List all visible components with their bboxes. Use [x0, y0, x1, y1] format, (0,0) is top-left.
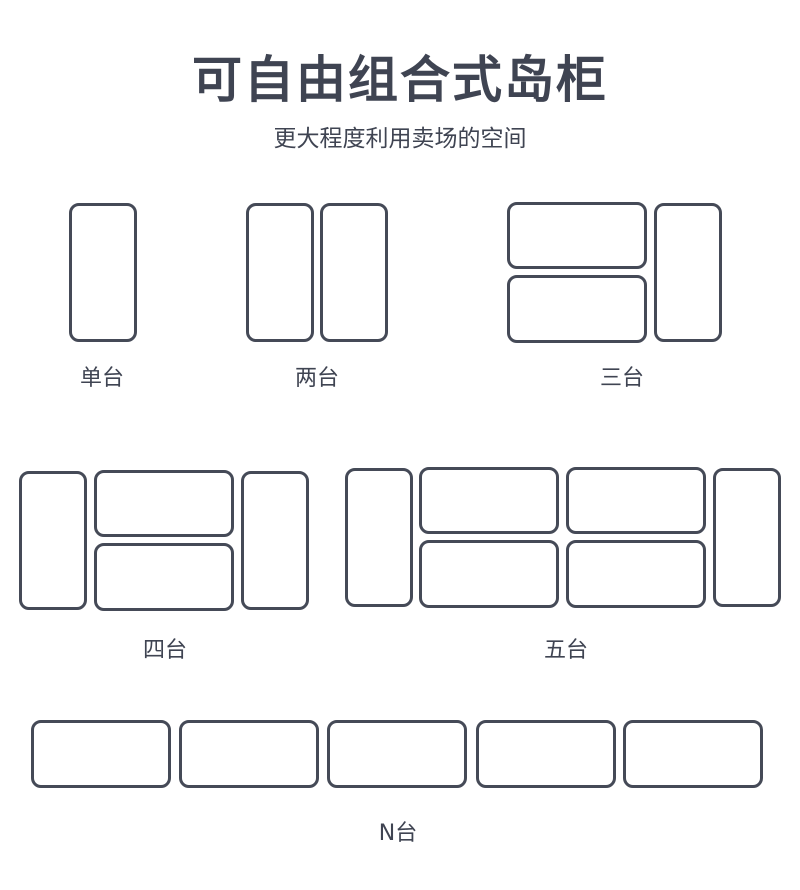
cabinet-unit	[419, 467, 559, 534]
cabinet-unit	[246, 203, 314, 342]
cabinet-unit	[566, 540, 706, 608]
cabinet-unit	[94, 470, 234, 537]
cabinet-unit	[31, 720, 171, 788]
cabinet-unit	[654, 203, 722, 342]
cabinet-unit	[507, 275, 647, 343]
cabinet-unit	[320, 203, 388, 342]
cabinet-unit	[345, 468, 413, 607]
config-label: 四台	[142, 638, 187, 663]
cabinet-unit	[241, 471, 309, 610]
cabinet-unit	[713, 468, 781, 607]
cabinet-unit	[566, 467, 706, 534]
cabinet-unit	[94, 543, 234, 611]
config-label: N台	[378, 821, 418, 846]
cabinet-unit	[69, 203, 137, 342]
cabinet-unit	[623, 720, 763, 788]
cabinet-unit	[327, 720, 467, 788]
cabinet-unit	[476, 720, 616, 788]
cabinet-unit	[179, 720, 319, 788]
page-title: 可自由组合式岛柜	[192, 51, 608, 109]
cabinet-unit	[419, 540, 559, 608]
config-label: 单台	[79, 366, 124, 391]
cabinet-unit	[19, 471, 87, 610]
config-label: 三台	[599, 366, 644, 391]
cabinet-unit	[507, 202, 647, 269]
config-label: 两台	[294, 366, 339, 391]
page-subtitle: 更大程度利用卖场的空间	[273, 126, 527, 152]
config-label: 五台	[543, 638, 588, 663]
